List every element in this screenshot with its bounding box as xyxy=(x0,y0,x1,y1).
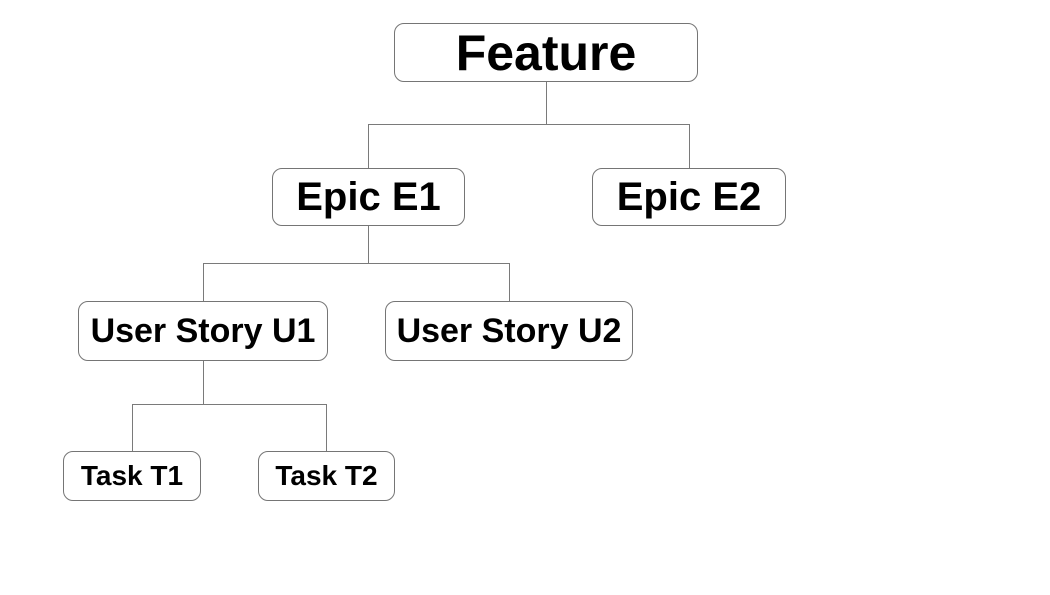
node-user-story-u1: User Story U1 xyxy=(78,301,328,361)
connector-drop-user-story-u1 xyxy=(203,263,204,301)
connector-epic-e1-bar xyxy=(203,263,510,264)
connector-user-story-u1-bar xyxy=(132,404,327,405)
connector-drop-epic-e2 xyxy=(689,124,690,168)
connector-feature-stem xyxy=(546,82,547,124)
node-epic-e2: Epic E2 xyxy=(592,168,786,226)
connector-drop-user-story-u2 xyxy=(509,263,510,301)
connector-drop-task-t2 xyxy=(326,404,327,451)
node-user-story-u2: User Story U2 xyxy=(385,301,633,361)
node-feature: Feature xyxy=(394,23,698,82)
connector-user-story-u1-stem xyxy=(203,361,204,404)
connector-feature-bar xyxy=(368,124,690,125)
connector-drop-epic-e1 xyxy=(368,124,369,168)
node-epic-e1: Epic E1 xyxy=(272,168,465,226)
connector-drop-task-t1 xyxy=(132,404,133,451)
connector-epic-e1-stem xyxy=(368,226,369,263)
node-task-t2: Task T2 xyxy=(258,451,395,501)
node-task-t1: Task T1 xyxy=(63,451,201,501)
